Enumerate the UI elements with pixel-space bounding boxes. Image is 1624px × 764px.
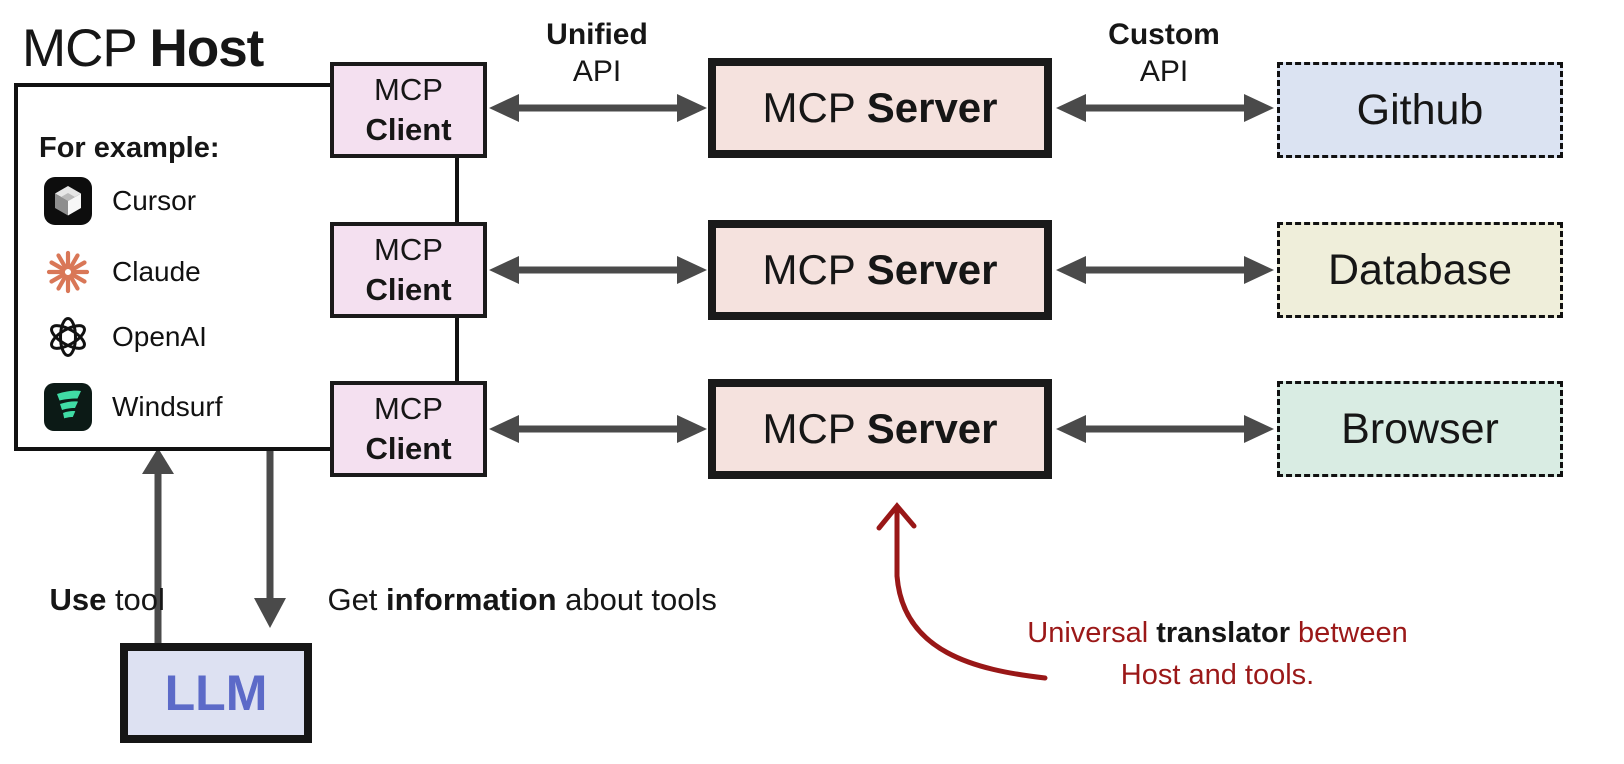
server-tool-arrow-1 <box>1056 94 1274 122</box>
use-tool-rest: tool <box>106 582 165 617</box>
title-bold: Host <box>149 19 265 78</box>
get-info-arrow <box>254 451 286 628</box>
annotation-post: between <box>1290 617 1408 649</box>
server-label-bold: Server <box>866 246 998 293</box>
for-example-label: For example: <box>39 132 220 164</box>
server-label-normal: MCP <box>762 405 867 452</box>
server-label-bold: Server <box>866 405 998 452</box>
unified-api-line1: Unified <box>546 18 648 51</box>
mcp-server-box-3: MCP Server <box>708 379 1052 479</box>
app-label-windsurf: Windsurf <box>112 391 223 422</box>
host-app-windsurf: Windsurf <box>44 383 222 431</box>
host-app-cursor: Cursor <box>44 177 196 225</box>
annotation-line2: Host and tools. <box>1120 659 1315 691</box>
get-info-post: about tools <box>556 582 717 617</box>
mcp-server-box-2: MCP Server <box>708 220 1052 320</box>
get-info-pre: Get <box>327 582 387 617</box>
server-tool-arrow-3 <box>1056 415 1274 443</box>
client-label-bottom: Client <box>365 112 452 147</box>
windsurf-icon <box>44 383 92 431</box>
client-label-bottom: Client <box>365 272 452 307</box>
app-label-openai: OpenAI <box>112 321 207 352</box>
app-label-claude: Claude <box>112 256 201 287</box>
annotation-pre: Universal <box>1027 617 1157 649</box>
client-server-arrow-1 <box>489 94 707 122</box>
mcp-server-box-1: MCP Server <box>708 58 1052 158</box>
cursor-icon <box>44 177 92 225</box>
client-label-top: MCP <box>374 232 443 268</box>
unified-api-label: Unified API <box>487 16 707 90</box>
tool-label-browser: Browser <box>1341 404 1499 453</box>
custom-api-line1: Custom <box>1108 18 1220 51</box>
llm-label: LLM <box>164 665 268 721</box>
get-info-label: Get information about tools <box>293 546 717 654</box>
server-label-bold: Server <box>866 84 998 131</box>
title-normal: MCP <box>22 19 150 78</box>
server-label-normal: MCP <box>762 246 867 293</box>
annotation-line1: Universal translator between <box>990 612 1445 654</box>
host-app-openai: OpenAI <box>44 313 207 361</box>
get-info-bold: information <box>386 582 557 617</box>
mcp-client-box-3: MCP Client <box>330 381 487 477</box>
client-server-arrow-2 <box>489 256 707 284</box>
annotation-bold: translator <box>1156 617 1290 649</box>
custom-api-line2: API <box>1139 55 1189 88</box>
client-label-bottom: Client <box>365 431 452 466</box>
tool-box-database: Database <box>1277 222 1563 318</box>
use-tool-label: Use tool <box>15 546 165 654</box>
server-label-normal: MCP <box>762 84 867 131</box>
unified-api-line2: API <box>572 55 622 88</box>
diagram-title: MCP Host <box>22 18 265 79</box>
tool-box-browser: Browser <box>1277 381 1563 477</box>
app-label-cursor: Cursor <box>112 185 197 216</box>
server-tool-arrow-2 <box>1056 256 1274 284</box>
client-server-arrow-3 <box>489 415 707 443</box>
openai-icon <box>50 317 86 357</box>
tool-label-github: Github <box>1356 85 1484 134</box>
use-tool-bold: Use <box>49 582 107 617</box>
llm-box: LLM <box>120 643 312 743</box>
mcp-client-box-2: MCP Client <box>330 222 487 318</box>
client-label-top: MCP <box>374 391 443 427</box>
custom-api-label: Custom API <box>1054 16 1274 90</box>
mcp-client-box-1: MCP Client <box>330 62 487 158</box>
claude-icon <box>46 250 90 294</box>
annotation-text: Universal translator between Host and to… <box>990 612 1445 696</box>
tool-label-database: Database <box>1327 245 1513 294</box>
tool-box-github: Github <box>1277 62 1563 158</box>
client-label-top: MCP <box>374 72 443 108</box>
host-app-claude: Claude <box>44 248 201 296</box>
mcp-host-box <box>14 83 344 451</box>
